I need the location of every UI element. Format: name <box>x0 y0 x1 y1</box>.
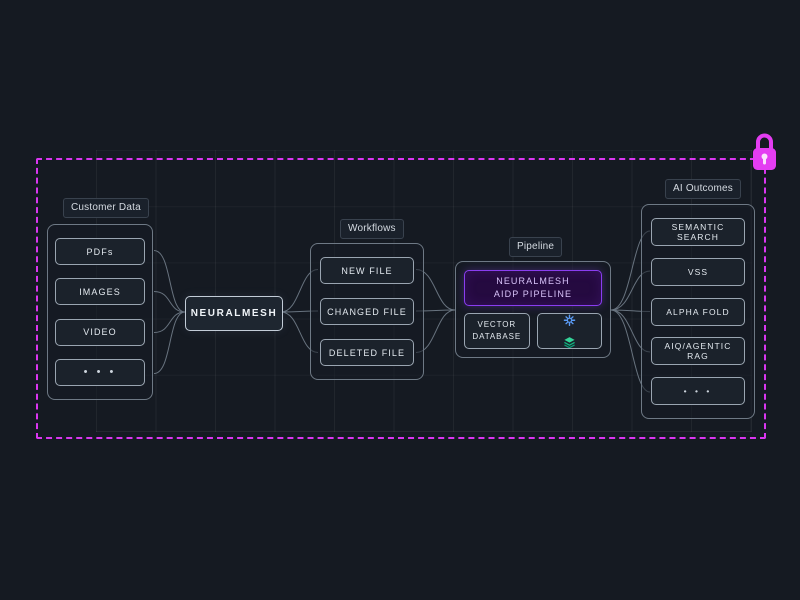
ai-outcomes-group: SEMANTIC SEARCH VSS ALPHA FOLD AIQ/AGENT… <box>641 204 755 419</box>
node-alpha-fold: ALPHA FOLD <box>651 297 745 326</box>
layers-icon <box>563 336 575 348</box>
node-video: VIDEO <box>55 318 145 346</box>
node-vector-database: VECTOR DATABASE <box>464 313 530 349</box>
node-new-file: NEW FILE <box>320 257 414 284</box>
node-db-vendors <box>536 313 602 349</box>
node-aidp-pipeline: NEURALMESH AIDP PIPELINE <box>464 270 602 306</box>
aidp-pipeline-line1: NEURALMESH <box>496 275 570 286</box>
lock-icon <box>753 133 776 170</box>
vector-database-line1: VECTOR <box>477 320 517 329</box>
node-pdfs: PDFs <box>55 238 145 265</box>
spark-icon <box>563 314 576 327</box>
vector-database-line2: DATABASE <box>472 332 522 341</box>
pipeline-label: Pipeline <box>509 237 563 257</box>
customer-data-label: Customer Data <box>63 198 149 218</box>
workflows-group: NEW FILE CHANGED FILE DELETED FILE <box>310 243 424 380</box>
customer-data-group: PDFs IMAGES VIDEO • • • <box>47 224 153 400</box>
node-more-outcomes: • • • <box>651 377 745 405</box>
node-semantic-search: SEMANTIC SEARCH <box>651 218 745 246</box>
node-aiq-agentic-rag: AIQ/AGENTIC RAG <box>651 337 745 366</box>
node-more-customer-data: • • • <box>55 358 145 386</box>
secure-boundary <box>36 158 766 439</box>
node-images: IMAGES <box>55 278 145 306</box>
workflows-label: Workflows <box>340 219 404 239</box>
node-deleted-file: DELETED FILE <box>320 339 414 366</box>
aidp-pipeline-line2: AIDP PIPELINE <box>493 289 573 299</box>
pipeline-group: NEURALMESH AIDP PIPELINE VECTOR DATABASE <box>455 261 611 358</box>
node-changed-file: CHANGED FILE <box>320 298 414 325</box>
ai-outcomes-label: AI Outcomes <box>665 179 741 199</box>
neuralmesh-node: NEURALMESH <box>185 296 283 331</box>
node-vss: VSS <box>651 257 745 286</box>
